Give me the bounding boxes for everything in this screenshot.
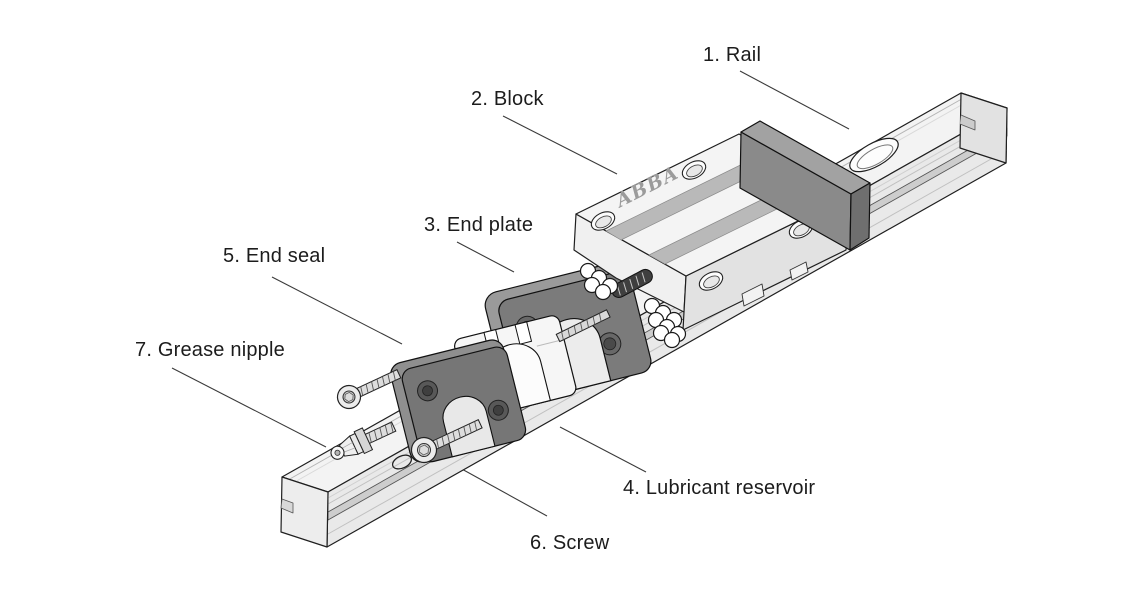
leader-line-grease-nipple — [171, 367, 327, 448]
leader-line-block — [502, 115, 618, 175]
part-label-block: 2. Block — [471, 88, 544, 110]
part-label-end-seal: 5. End seal — [223, 245, 326, 267]
reservoir-screw-shaft — [555, 309, 611, 343]
leader-line-rail — [739, 70, 850, 130]
part-label-rail: 1. Rail — [703, 44, 762, 66]
part-label-grease-nipple: 7. Grease nipple — [135, 339, 285, 361]
screw-part — [410, 419, 483, 464]
part-label-lubricant-reservoir: 4. Lubricant reservoir — [623, 477, 816, 499]
block-part: ABBA — [573, 120, 871, 331]
block-rear-end-cap — [739, 120, 871, 251]
leader-line-lubricant-reservoir — [559, 426, 647, 473]
leader-line-end-plate — [456, 241, 515, 273]
end-seal-part — [390, 339, 527, 463]
grease-nipple-cap-ring — [391, 454, 413, 470]
block-recirculation-slot — [611, 268, 653, 299]
screw-part-2 — [336, 369, 402, 410]
leader-line-end-seal — [271, 276, 403, 345]
part-label-screw: 6. Screw — [530, 532, 610, 554]
rail-mounting-hole — [849, 137, 899, 173]
bearing-balls — [579, 262, 687, 349]
grease-nipple-part — [330, 421, 397, 460]
part-label-end-plate: 3. End plate — [424, 214, 534, 236]
